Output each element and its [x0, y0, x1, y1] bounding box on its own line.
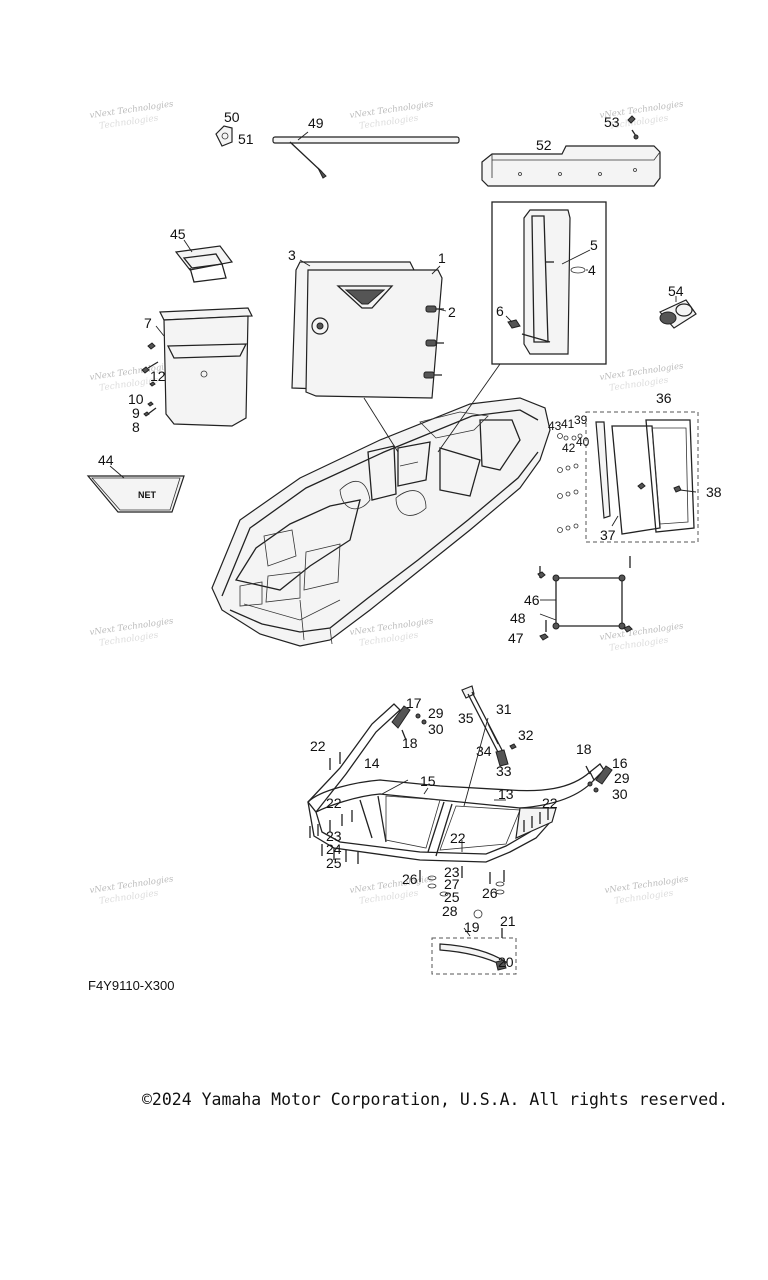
- callout-5: 5: [590, 237, 598, 253]
- windshield-screws: [309, 752, 549, 919]
- callout-46: 46: [524, 592, 540, 608]
- leader-lines: [109, 131, 697, 937]
- callout-29-right: 29: [614, 770, 630, 786]
- callout-34: 34: [476, 743, 492, 759]
- callout-22-b: 22: [326, 795, 342, 811]
- callout-7: 7: [144, 315, 152, 331]
- callout-18-right: 18: [576, 741, 592, 757]
- part-handle-16: [585, 765, 613, 793]
- callout-13: 13: [498, 786, 514, 802]
- callout-41: 41: [561, 417, 575, 431]
- part-cupholder-45: [174, 245, 234, 283]
- callout-1: 1: [438, 250, 446, 266]
- callout-15: 15: [420, 773, 436, 789]
- callout-33: 33: [496, 763, 512, 779]
- copyright-notice: ©2024 Yamaha Motor Corporation, U.S.A. A…: [142, 1090, 729, 1109]
- callout-43: 43: [548, 419, 562, 433]
- callout-37: 37: [600, 527, 616, 543]
- callout-30-left: 30: [428, 721, 444, 737]
- callout-19: 19: [464, 919, 480, 935]
- callout-30-right: 30: [612, 786, 628, 802]
- part-net-44: NET: [86, 475, 185, 513]
- part-screw-53: [627, 115, 639, 140]
- callout-40: 40: [576, 435, 590, 449]
- callout-48: 48: [510, 610, 526, 626]
- callout-6: 6: [496, 303, 504, 319]
- callout-21: 21: [500, 913, 516, 929]
- callout-49: 49: [308, 115, 324, 131]
- part-door-panel-1: [305, 269, 443, 399]
- part-pole-31: [461, 685, 517, 767]
- callout-53: 53: [604, 114, 620, 130]
- leader-door: [363, 397, 399, 453]
- callout-27: 27: [444, 876, 460, 892]
- callout-2: 2: [448, 304, 456, 320]
- callout-28: 28: [442, 903, 458, 919]
- part-light-54: [659, 299, 697, 329]
- callout-31: 31: [496, 701, 512, 717]
- callout-18-left: 18: [402, 735, 418, 751]
- callout-42: 42: [562, 441, 576, 455]
- part-clip-50: [215, 125, 233, 147]
- callout-36: 36: [656, 390, 672, 406]
- callout-38: 38: [706, 484, 722, 500]
- net-label: NET: [138, 490, 157, 500]
- callout-47: 47: [508, 630, 524, 646]
- callout-4: 4: [588, 262, 596, 278]
- callout-20: 20: [498, 954, 514, 970]
- fasteners-8-12: [141, 342, 159, 417]
- callout-10: 10: [128, 391, 144, 407]
- callout-8: 8: [132, 419, 140, 435]
- callout-22-d: 22: [450, 830, 466, 846]
- part-panel-52: [481, 145, 661, 187]
- part-frame-46: [537, 556, 633, 641]
- callout-26-a: 26: [402, 871, 418, 887]
- callout-23-a: 23: [326, 828, 342, 844]
- part-hinges-2: [423, 305, 444, 379]
- callout-labels: 50 51 49 52 53 45 3 1 5 4 2 6 54 7 12 10…: [98, 109, 722, 970]
- callout-44: 44: [98, 452, 114, 468]
- detail-box-19-21: [431, 928, 517, 975]
- callout-25-b: 25: [444, 889, 460, 905]
- callout-52: 52: [536, 137, 552, 153]
- callout-45: 45: [170, 226, 186, 242]
- callout-22-c: 22: [542, 795, 558, 811]
- boat-hull: [211, 397, 551, 647]
- windshield-assembly: [307, 703, 605, 863]
- callout-9: 9: [132, 405, 140, 421]
- callout-54: 54: [668, 283, 684, 299]
- callout-16: 16: [612, 755, 628, 771]
- part-storage-bin-7: [159, 307, 253, 427]
- callout-51: 51: [238, 131, 254, 147]
- callout-14: 14: [364, 755, 380, 771]
- callout-17: 17: [406, 695, 422, 711]
- callout-25-a: 25: [326, 855, 342, 871]
- callout-23-b: 23: [444, 864, 460, 880]
- callout-3: 3: [288, 247, 296, 263]
- diagram-code: F4Y9110-X300: [88, 978, 175, 993]
- callout-22-a: 22: [310, 738, 326, 754]
- detail-box-4-6: [491, 201, 607, 365]
- callout-39: 39: [574, 413, 588, 427]
- callout-29-left: 29: [428, 705, 444, 721]
- callout-35: 35: [458, 710, 474, 726]
- part-handle-17: [391, 705, 427, 741]
- callout-26-b: 26: [482, 885, 498, 901]
- detail-box-36-43: [557, 411, 699, 543]
- callout-24: 24: [326, 841, 342, 857]
- leader-detail: [437, 363, 501, 453]
- callout-12: 12: [150, 368, 166, 384]
- callout-50: 50: [224, 109, 240, 125]
- part-rod-49: [272, 136, 460, 179]
- callout-32: 32: [518, 727, 534, 743]
